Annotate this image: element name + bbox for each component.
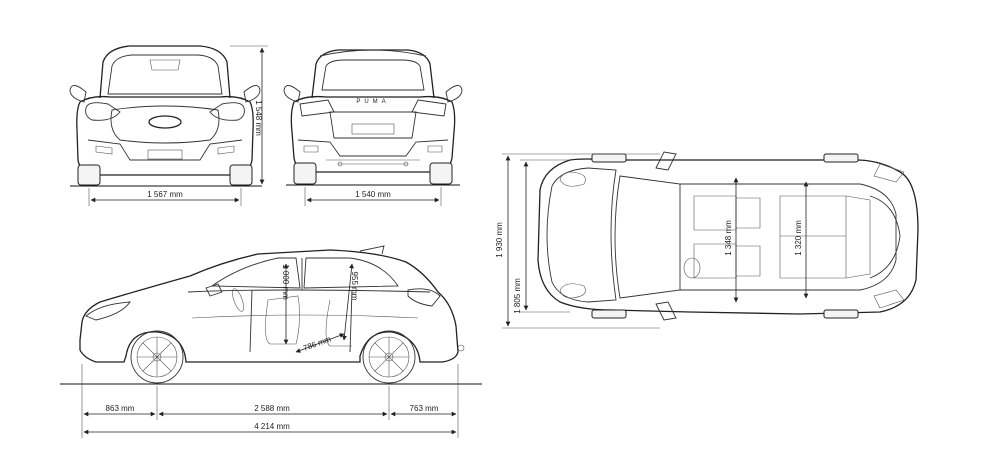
rear-overhang-label: 763 mm	[410, 404, 439, 413]
front-view	[69, 45, 268, 206]
rear-track-label: 1 540 mm	[355, 190, 391, 199]
front-track-label: 1 567 mm	[147, 190, 183, 199]
wheelbase-label: 2 588 mm	[254, 404, 290, 413]
front-height-label: 1 548 mm	[254, 100, 263, 136]
rear-headroom-label: 955 mm	[350, 272, 359, 301]
front-shoulder-label: 1 348 mm	[724, 220, 733, 256]
rear-view	[283, 49, 463, 206]
width-body-label: 1 805 mm	[513, 278, 522, 314]
front-overhang-label: 863 mm	[106, 404, 135, 413]
width-mirrors-label: 1 930 mm	[495, 222, 504, 258]
rear-shoulder-label: 1 320 mm	[794, 220, 803, 256]
rear-legroom-label: 786 mm	[302, 334, 333, 352]
side-view	[60, 245, 482, 438]
overall-length-label: 4 214 mm	[254, 422, 290, 431]
top-view	[502, 151, 919, 329]
front-headroom-label: 1 000 mm	[281, 264, 290, 300]
rear-badge: PUMA	[356, 99, 389, 105]
